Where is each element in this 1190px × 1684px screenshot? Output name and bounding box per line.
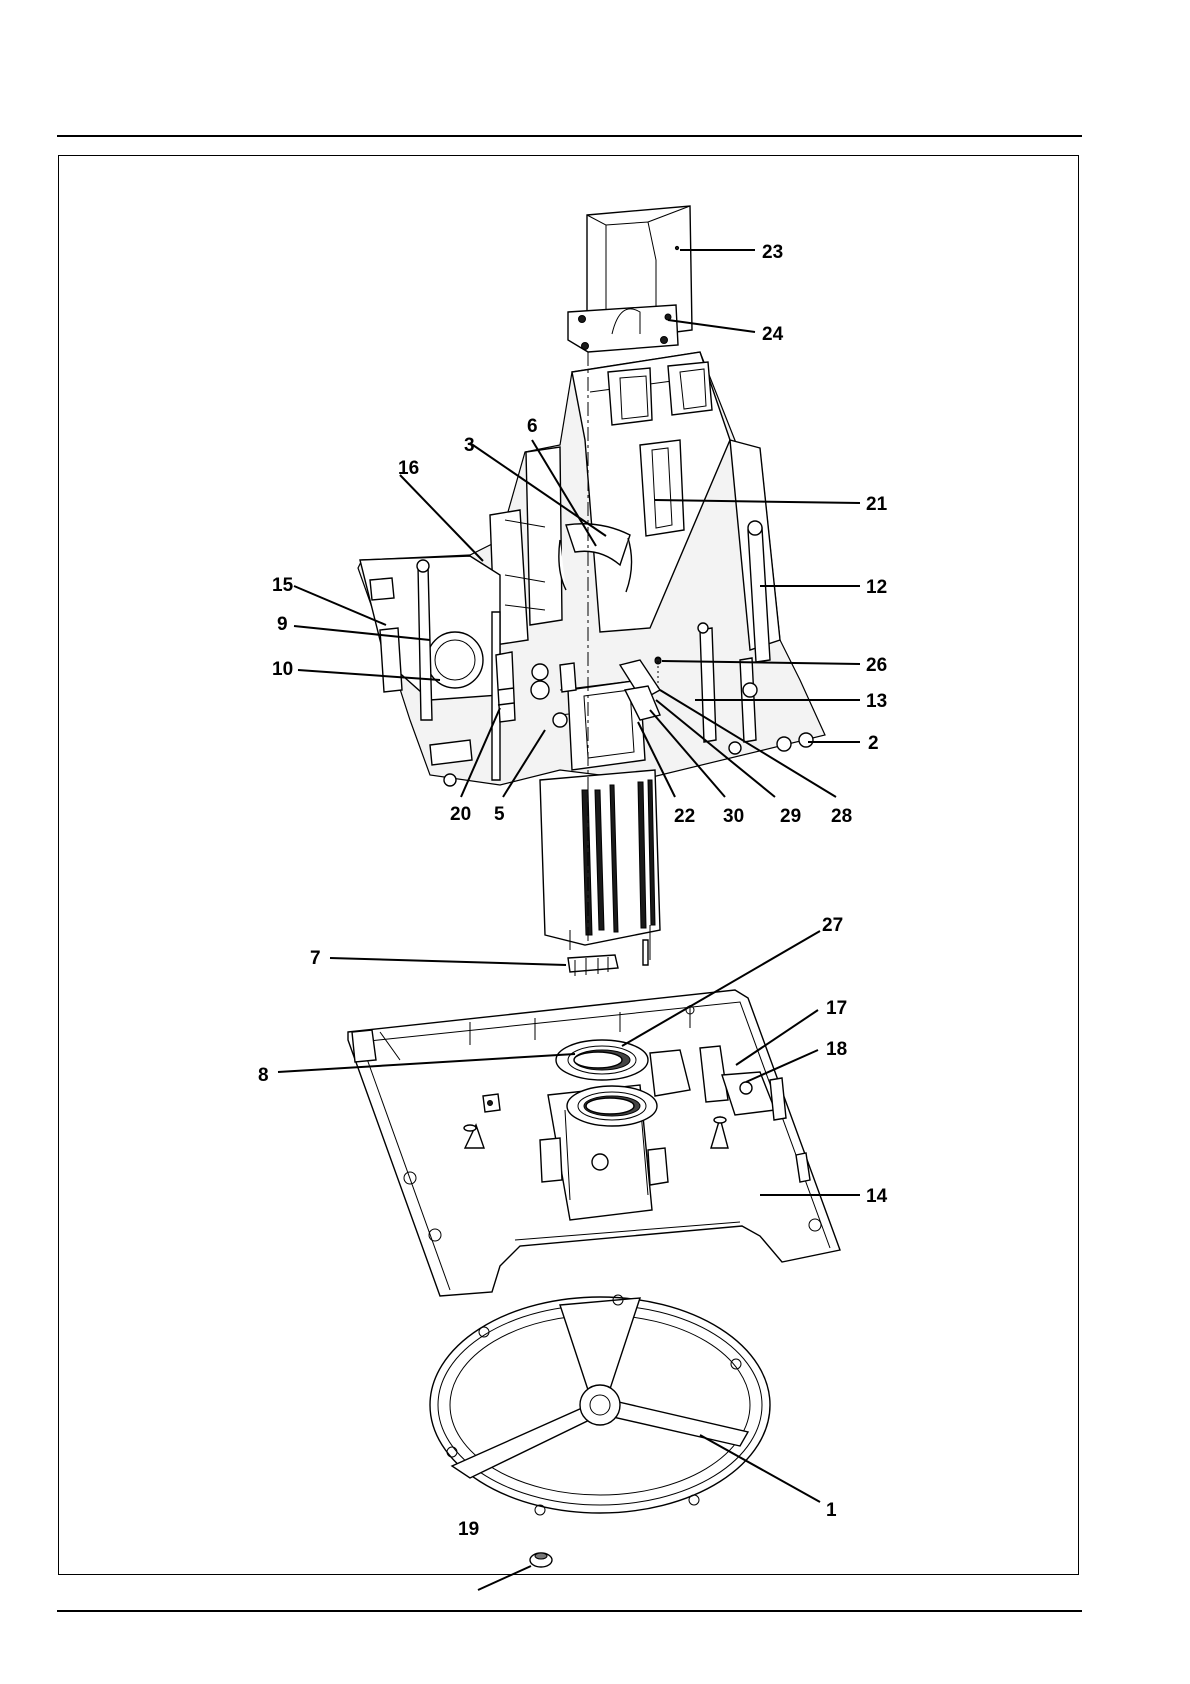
part-7-clip	[568, 955, 618, 976]
callout-15: 15	[272, 575, 294, 596]
callout-1: 1	[826, 1500, 837, 1521]
callout-29: 29	[780, 806, 801, 827]
callout-6: 6	[527, 416, 538, 437]
callout-5: 5	[494, 804, 505, 825]
callout-24: 24	[762, 324, 784, 345]
callout-23: 23	[762, 242, 783, 263]
callout-13: 13	[866, 691, 887, 712]
callout-21: 21	[866, 494, 888, 515]
callout-17: 17	[826, 998, 847, 1019]
callout-26: 26	[866, 655, 887, 676]
callout-3: 3	[464, 435, 475, 456]
callout-18: 18	[826, 1039, 847, 1060]
part-1-base-ring	[430, 1295, 770, 1515]
fin-block	[540, 770, 660, 965]
part-19-foot	[530, 1553, 552, 1567]
callout-20: 20	[450, 804, 471, 825]
callout-28: 28	[831, 806, 852, 827]
callout-2: 2	[868, 733, 879, 754]
callout-22: 22	[674, 806, 695, 827]
callout-7: 7	[310, 948, 321, 969]
callout-14: 14	[866, 1186, 888, 1207]
callout-19: 19	[458, 1519, 479, 1540]
callout-16: 16	[398, 458, 419, 479]
callout-12: 12	[866, 577, 887, 598]
callout-10: 10	[272, 659, 293, 680]
callout-8: 8	[258, 1065, 269, 1086]
callout-27: 27	[822, 915, 843, 936]
callout-9: 9	[277, 614, 288, 635]
callout-30: 30	[723, 806, 744, 827]
part-23-top-cover	[568, 206, 692, 352]
main-housing	[358, 352, 825, 786]
